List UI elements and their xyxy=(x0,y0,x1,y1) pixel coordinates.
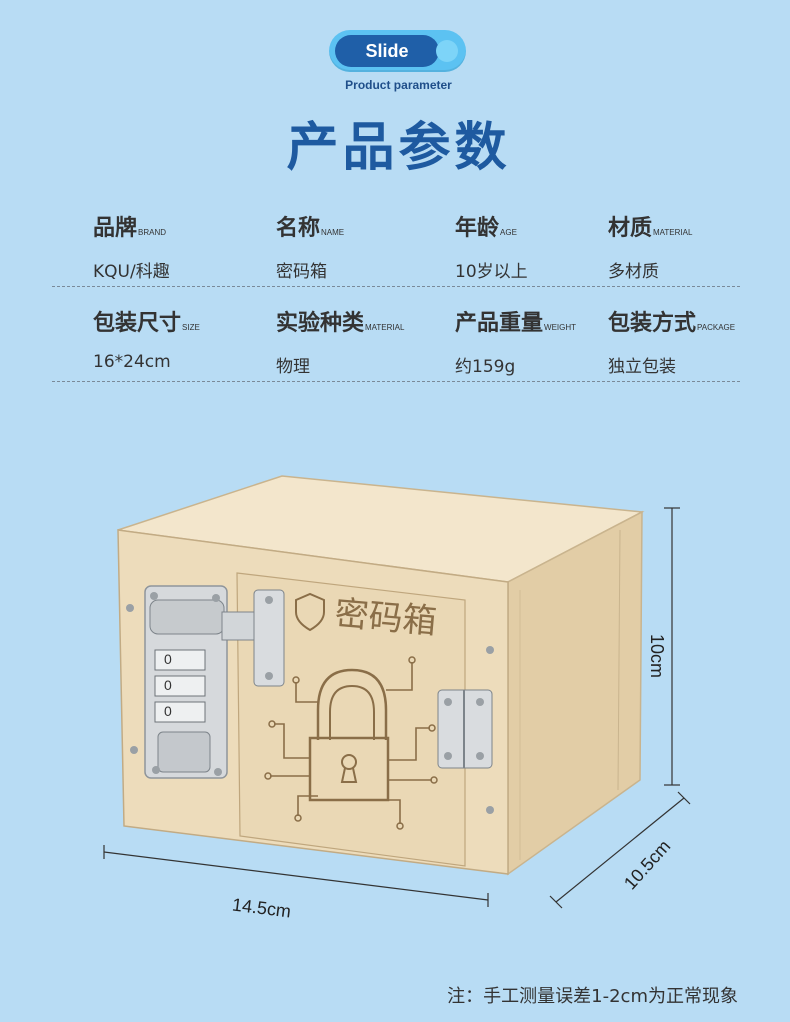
divider xyxy=(52,381,740,382)
param-material: 材质MATERIAL 多材质 xyxy=(608,210,692,282)
param-label-en: MATERIAL xyxy=(365,323,405,332)
measurement-note: 注：手工测量误差1-2cm为正常现象 xyxy=(447,986,738,1007)
param-label: 包装尺寸 xyxy=(93,311,182,336)
slide-badge-dot xyxy=(436,40,458,62)
param-brand: 品牌BRAND KQU/科趣 xyxy=(93,210,170,282)
lock-digit: 0 xyxy=(164,677,172,693)
param-weight: 产品重量WEIGHT 约159g xyxy=(455,305,576,377)
param-size: 包装尺寸SIZE 16*24cm xyxy=(93,305,200,372)
param-label-en: MATERIAL xyxy=(653,228,693,237)
param-value: 密码箱 xyxy=(276,262,327,282)
param-label: 品牌 xyxy=(93,216,138,241)
param-name: 名称NAME 密码箱 xyxy=(276,210,344,282)
lock-digit: 0 xyxy=(164,651,172,667)
param-label-en: SIZE xyxy=(182,323,200,332)
section-subtitle: Product parameter xyxy=(345,78,452,92)
param-value: 多材质 xyxy=(608,262,659,282)
product-image xyxy=(103,475,691,909)
dimension-height: 10cm xyxy=(647,634,667,679)
slide-badge: Slide xyxy=(329,30,466,72)
page-title: 产品参数 xyxy=(286,118,511,178)
slide-badge-label: Slide xyxy=(335,35,439,67)
param-value: 约159g xyxy=(455,357,516,377)
param-value: KQU/科趣 xyxy=(93,262,170,282)
param-label: 名称 xyxy=(276,216,321,241)
param-label-en: WEIGHT xyxy=(544,323,577,332)
product-figure: 密码箱 0 0 0 10cm 14.5cm 10.5cm xyxy=(0,440,790,960)
param-label-en: PACKAGE xyxy=(697,323,736,332)
param-label-en: AGE xyxy=(500,228,517,237)
box-engraved-label: 密码箱 xyxy=(333,594,439,642)
param-label-en: NAME xyxy=(321,228,345,237)
param-label: 包装方式 xyxy=(608,311,697,336)
param-label-en: BRAND xyxy=(138,228,167,237)
param-value: 独立包装 xyxy=(608,357,676,377)
param-label: 年龄 xyxy=(455,216,500,241)
param-label: 产品重量 xyxy=(455,311,544,336)
param-age: 年龄AGE 10岁以上 xyxy=(455,210,528,282)
param-label: 材质 xyxy=(608,216,653,241)
param-value: 10岁以上 xyxy=(455,262,528,282)
param-type: 实验种类MATERIAL 物理 xyxy=(276,305,404,377)
param-value: 16*24cm xyxy=(93,352,171,372)
divider xyxy=(52,286,740,287)
param-value: 物理 xyxy=(276,357,310,377)
param-label: 实验种类 xyxy=(276,311,365,336)
lock-digit: 0 xyxy=(164,703,172,719)
param-package: 包装方式PACKAGE 独立包装 xyxy=(608,305,735,377)
